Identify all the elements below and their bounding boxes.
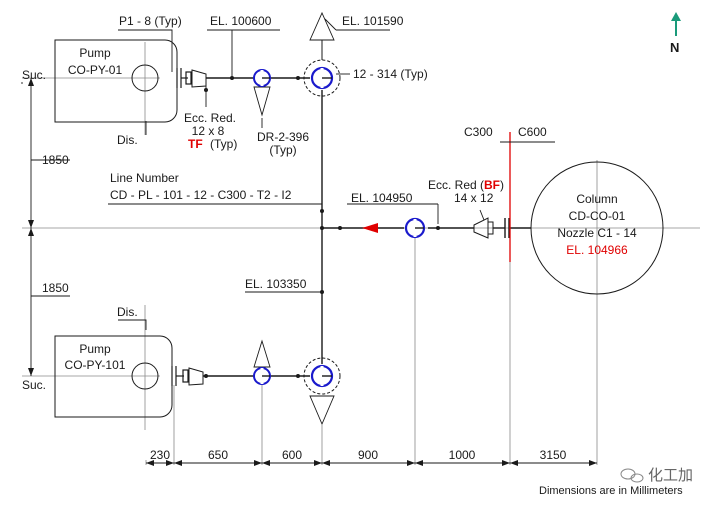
- el-104950-label: EL. 104950: [351, 191, 413, 205]
- annotations: Suc. Suc. Dis. Dis. P1 - 8 (Typ) EL. 100…: [22, 14, 693, 497]
- dim-230: 230: [150, 448, 170, 462]
- column-tag: CD-CO-01: [569, 209, 626, 223]
- c600-label: C600: [518, 125, 547, 139]
- pump-bottom[interactable]: Pump CO-PY-101: [54, 335, 173, 418]
- discharge-bottom-label: Dis.: [117, 305, 138, 319]
- dimensions-note: Dimensions are in Millimeters: [539, 485, 683, 497]
- ecc-reducer-bottom[interactable]: [188, 367, 204, 386]
- svg-text:Ecc. Red (BF): Ecc. Red (BF): [428, 178, 504, 192]
- leader-lines: [21, 18, 555, 330]
- elbow-top[interactable]: [303, 11, 341, 97]
- north-arrow: N: [670, 12, 681, 55]
- pump-top[interactable]: Pump CO-PY-01: [54, 39, 178, 123]
- dim-600: 600: [282, 448, 302, 462]
- column-elevation: EL. 104966: [566, 243, 628, 257]
- ecc-red-bf-code: BF: [484, 178, 500, 192]
- dim-1850-top: 1850: [42, 153, 69, 167]
- elbow-bottom[interactable]: [303, 357, 341, 426]
- svg-text:TF (Typ): TF (Typ): [188, 137, 237, 151]
- el-103350-label: EL. 103350: [245, 277, 307, 291]
- el-101590-label: EL. 101590: [342, 14, 404, 28]
- dim-1850-bottom: 1850: [42, 281, 69, 295]
- watermark-text: 化工加: [648, 467, 693, 484]
- c300-label: C300: [464, 125, 493, 139]
- support-12-314-label: 12 - 314 (Typ): [353, 67, 428, 81]
- watermark-icon: [620, 468, 644, 483]
- drain-typ: (Typ): [269, 143, 296, 157]
- discharge-top-label: Dis.: [117, 133, 138, 147]
- dim-1000: 1000: [449, 448, 476, 462]
- ecc-red-typ: (Typ): [210, 137, 237, 151]
- dimension-markers: [204, 76, 440, 378]
- north-label: N: [670, 40, 679, 55]
- dim-650: 650: [208, 448, 228, 462]
- drain-valve-bottom[interactable]: [253, 339, 271, 385]
- ecc-reducer-top[interactable]: [191, 69, 207, 88]
- ecc-red-bf-suffix: ): [500, 178, 504, 192]
- extension-lines: [145, 236, 511, 465]
- drain-label: DR-2-396: [257, 130, 309, 144]
- drain-valve-top[interactable]: [253, 69, 271, 117]
- flow-arrow-icon: [362, 223, 378, 233]
- pump-top-title: Pump: [79, 46, 111, 60]
- pump-bottom-tag: CO-PY-101: [65, 358, 126, 372]
- column-label: Column: [576, 192, 617, 206]
- p1-typ-label: P1 - 8 (Typ): [119, 14, 182, 28]
- ecc-red-bf-prefix: Ecc. Red (: [428, 178, 484, 192]
- ecc-red-size: 12 x 8: [192, 124, 225, 138]
- suction-top-label: Suc.: [22, 68, 46, 82]
- el-100600-label: EL. 100600: [210, 14, 272, 28]
- dim-900: 900: [358, 448, 378, 462]
- pump-bottom-title: Pump: [79, 342, 111, 356]
- ecc-red-label: Ecc. Red.: [184, 111, 236, 125]
- vertical-dimension-lines: [30, 78, 70, 376]
- bottom-dimension-line: [146, 460, 597, 466]
- line-number-value: CD - PL - 101 - 12 - C300 - T2 - I2: [110, 188, 292, 202]
- ecc-red-bf-size: 14 x 12: [454, 191, 494, 205]
- dimension-values: 230 650 600 900 1000 3150: [150, 448, 567, 462]
- line-number-title: Line Number: [110, 171, 179, 185]
- column-nozzle: Nozzle C1 - 14: [557, 226, 637, 240]
- suction-bottom-label: Suc.: [22, 378, 46, 392]
- pump-flanges: [171, 68, 192, 386]
- pump-top-tag: CO-PY-01: [68, 63, 123, 77]
- elbow-horizontal[interactable]: [404, 217, 426, 239]
- dim-3150: 3150: [540, 448, 567, 462]
- ecc-red-tf: TF: [188, 137, 203, 151]
- column-vessel[interactable]: Column CD-CO-01 Nozzle C1 - 14 EL. 10496…: [530, 161, 664, 295]
- vertical-dimension-arrows: [28, 78, 34, 376]
